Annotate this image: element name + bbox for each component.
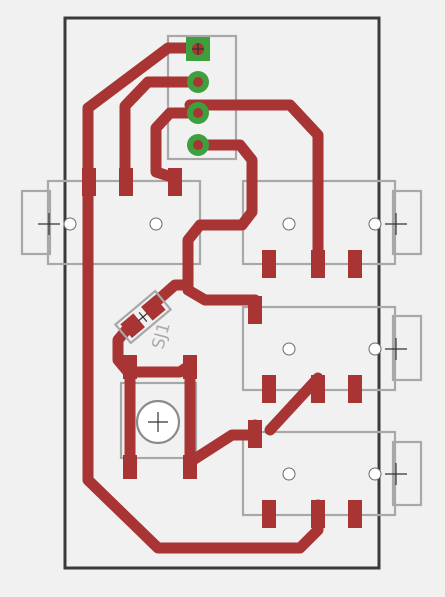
pad bbox=[123, 455, 137, 479]
pad bbox=[262, 250, 276, 278]
pad bbox=[119, 168, 133, 196]
pad bbox=[348, 250, 362, 278]
markers bbox=[38, 213, 407, 485]
pad bbox=[348, 375, 362, 403]
pad bbox=[311, 250, 325, 278]
jack-right2-tab bbox=[391, 314, 423, 382]
pad bbox=[82, 168, 96, 196]
header-outline bbox=[166, 34, 238, 161]
jack-left-tab bbox=[20, 189, 52, 256]
pot-outline bbox=[119, 381, 198, 460]
pad bbox=[262, 375, 276, 403]
pad bbox=[168, 168, 182, 196]
board-outline bbox=[63, 16, 381, 570]
pad bbox=[183, 355, 197, 379]
pad bbox=[262, 500, 276, 528]
pad bbox=[248, 296, 262, 324]
pad bbox=[311, 375, 325, 403]
pad bbox=[123, 355, 137, 379]
jack-right1-tab bbox=[391, 189, 423, 256]
pad bbox=[248, 420, 262, 448]
pad bbox=[183, 455, 197, 479]
pads-layer bbox=[82, 168, 362, 528]
pin-header bbox=[186, 37, 210, 156]
solder-jumper bbox=[113, 289, 173, 345]
pad bbox=[311, 500, 325, 528]
pad bbox=[348, 500, 362, 528]
